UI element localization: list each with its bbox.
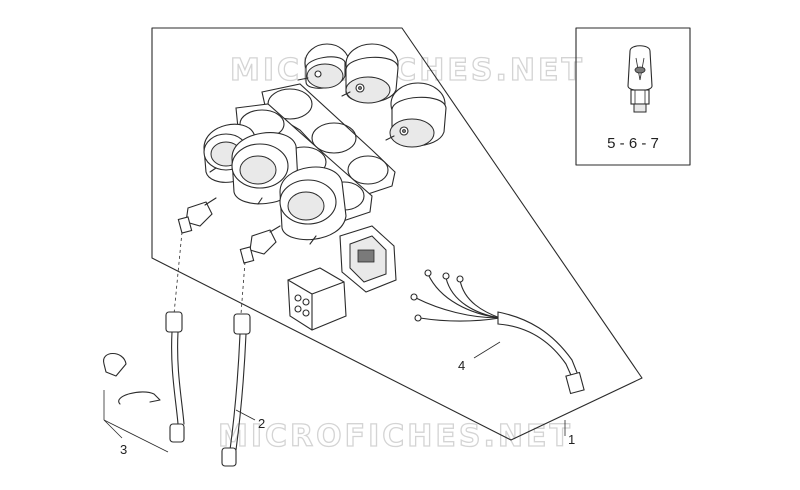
callout-3: 3 — [120, 442, 127, 457]
callout-2: 2 — [258, 416, 265, 431]
bulb-inset: 5 - 6 - 7 — [575, 27, 691, 166]
callout-1: 1 — [568, 432, 575, 447]
leader-2 — [235, 409, 256, 421]
speedometer-cable-icon — [165, 231, 251, 467]
rear-gauge-right — [385, 82, 447, 148]
leader-3 — [103, 419, 123, 439]
bulb-icon — [627, 45, 653, 113]
inset-label: 5 - 6 - 7 — [607, 135, 659, 152]
watermark-bottom: MICROFICHES.NET — [218, 419, 573, 454]
connector-block-icon — [287, 267, 347, 331]
angle-fitting-right — [239, 225, 281, 264]
inset-frame — [575, 27, 691, 166]
wiring-harness-icon — [410, 269, 585, 395]
front-gauge-right — [279, 166, 347, 245]
watermark-top: MICROFICHES.NET — [230, 53, 585, 88]
clip-icon — [103, 352, 169, 453]
leader-4 — [473, 341, 501, 359]
rear-gauge-center — [341, 43, 399, 104]
rear-gauge-small — [297, 43, 350, 89]
angle-fitting-left — [177, 197, 217, 234]
indicator-light-block — [339, 225, 397, 293]
assembly-outline — [151, 27, 643, 441]
callout-4: 4 — [458, 358, 465, 373]
